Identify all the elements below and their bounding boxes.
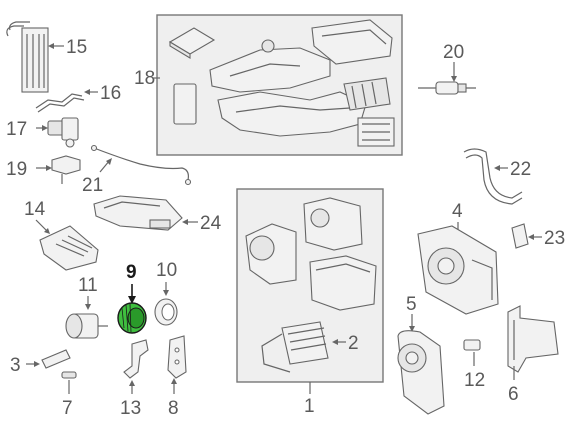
callout-13: 13 [120,398,141,419]
part-22-drain-hose[interactable] [463,148,523,205]
callout-15: 15 [66,37,87,58]
callout-23: 23 [544,228,565,249]
callout-19: 19 [6,159,27,180]
part-1-case-components[interactable] [245,197,377,311]
callout-14: 14 [24,199,46,220]
callout-3: 3 [10,355,21,376]
part-23-clip[interactable] [511,223,529,249]
part-19-sensor[interactable] [51,155,81,184]
part-5-blower-housing[interactable] [397,330,445,415]
part-16-bracket[interactable] [35,93,85,113]
callout-8: 8 [168,398,179,419]
part-21-cable[interactable] [90,144,192,186]
part-4-housing-case[interactable] [417,225,499,315]
part-18-housing-assembly[interactable] [168,19,395,147]
callout-2: 2 [348,333,359,354]
callout-20: 20 [443,42,464,63]
callout-24: 24 [200,213,222,234]
callout-9: 9 [126,262,137,283]
callout-12: 12 [464,370,485,391]
callout-16: 16 [100,83,121,104]
part-15-heater-core[interactable] [6,21,49,93]
part-2-evaporator-core[interactable] [261,321,329,373]
callout-7: 7 [62,398,73,419]
callout-5: 5 [406,294,417,315]
part-8-bracket[interactable] [167,335,187,379]
part-12-gasket[interactable] [463,339,481,351]
callout-10: 10 [156,260,177,281]
part-11-blower-motor[interactable] [65,313,108,339]
part-20-resistor[interactable] [418,81,476,95]
part-14-duct[interactable] [39,225,99,271]
part-3-resistor[interactable] [41,349,71,369]
part-13-lever[interactable] [123,339,149,379]
callout-18: 18 [134,68,155,89]
callout-11: 11 [78,275,98,296]
part-7-clip[interactable] [61,371,77,379]
callout-22: 22 [510,159,531,180]
part-10-seal-ring[interactable] [154,298,178,326]
part-6-bracket[interactable] [507,305,559,373]
callout-4: 4 [452,201,463,222]
callout-17: 17 [6,119,27,140]
part-9-blower-wheel[interactable] [117,302,147,334]
callout-6: 6 [508,384,519,405]
part-17-actuator[interactable] [47,117,79,148]
callout-1: 1 [304,396,315,417]
part-24-plenum[interactable] [93,195,183,231]
callout-21: 21 [82,175,103,196]
